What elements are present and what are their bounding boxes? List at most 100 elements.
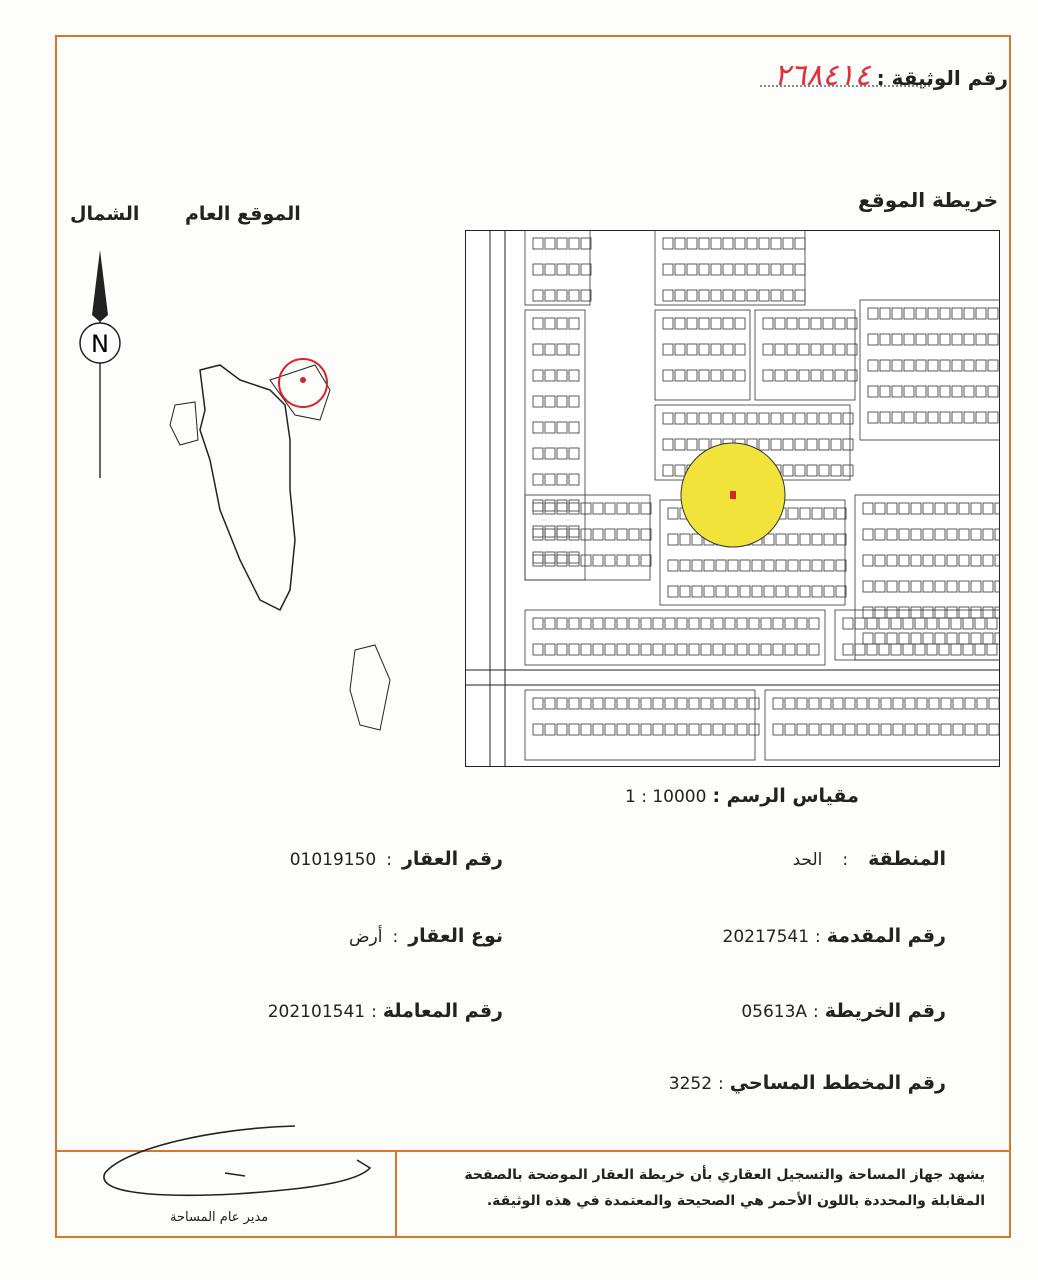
map-plot [616, 617, 628, 630]
map-plot [834, 317, 846, 330]
map-plot [667, 585, 679, 598]
map-plot [568, 343, 580, 356]
map-plot [934, 580, 946, 593]
map-plot [946, 502, 958, 515]
map-plot [532, 289, 544, 302]
map-plot [556, 317, 568, 330]
field-label: رقم المعاملة [382, 1000, 503, 1022]
signatory-title: مدير عام المساحة [170, 1210, 269, 1225]
map-plot [808, 617, 820, 630]
map-plot [994, 554, 1000, 567]
map-plot [580, 289, 592, 302]
map-plot [688, 643, 700, 656]
map-plot [823, 533, 835, 546]
map-plot [628, 554, 640, 567]
map-plot [964, 697, 976, 710]
map-plot [734, 317, 746, 330]
map-plot [703, 559, 715, 572]
map-plot [842, 643, 854, 656]
map-plot [544, 237, 556, 250]
map-plot [835, 507, 847, 520]
map-plot [842, 464, 854, 477]
map-plot [784, 697, 796, 710]
bahrain-location-map [169, 358, 391, 731]
map-plot [950, 617, 962, 630]
map-plot [786, 369, 798, 382]
map-plot [915, 359, 927, 372]
footer-divider [55, 1150, 1011, 1240]
map-plot [842, 438, 854, 451]
map-plot [910, 528, 922, 541]
map-plot [662, 263, 674, 276]
map-plot [710, 343, 722, 356]
map-plot [904, 723, 916, 736]
map-plot [544, 502, 556, 515]
map-plot [975, 333, 987, 346]
map-plot [640, 697, 652, 710]
map-plot [951, 333, 963, 346]
map-plot [902, 617, 914, 630]
map-plot [928, 697, 940, 710]
map-plot [710, 317, 722, 330]
map-plot [928, 723, 940, 736]
map-plot [796, 723, 808, 736]
map-plot [532, 554, 544, 567]
map-plot [628, 643, 640, 656]
map-plot [674, 317, 686, 330]
map-plot [640, 643, 652, 656]
map-plot [679, 559, 691, 572]
map-plot [958, 580, 970, 593]
map-plot [926, 617, 938, 630]
map-plot [698, 317, 710, 330]
map-plot [879, 333, 891, 346]
map-plot [664, 643, 676, 656]
map-plot [963, 307, 975, 320]
map-plot [782, 438, 794, 451]
map-plot [722, 237, 734, 250]
map-plot [982, 528, 994, 541]
map-plot [834, 369, 846, 382]
map-plot [927, 411, 939, 424]
map-plot [880, 723, 892, 736]
map-plot [927, 307, 939, 320]
document-border [55, 35, 1011, 1238]
map-plot [832, 697, 844, 710]
map-plot [674, 412, 686, 425]
map-plot [746, 412, 758, 425]
map-plot [715, 559, 727, 572]
map-plot [688, 617, 700, 630]
map-plot [772, 617, 784, 630]
map-plot [951, 307, 963, 320]
map-plot [866, 617, 878, 630]
map-plot [580, 263, 592, 276]
map-plot [556, 395, 568, 408]
map-plot [892, 723, 904, 736]
document-number: رقم الوثيقة : ٢٦٨٤١٤ [774, 58, 1008, 93]
map-plot [674, 343, 686, 356]
map-plot [856, 723, 868, 736]
map-plot [700, 723, 712, 736]
map-plot [664, 723, 676, 736]
map-plot [910, 554, 922, 567]
scale: مقياس الرسم : 1 : 10000 [625, 785, 859, 807]
map-plot [698, 412, 710, 425]
map-plot [886, 554, 898, 567]
map-plot [987, 333, 999, 346]
site-map-title: خريطة الموقع [857, 188, 998, 212]
map-block [524, 494, 651, 581]
map-plot [556, 343, 568, 356]
map-plot [951, 385, 963, 398]
map-plot [822, 343, 834, 356]
map-plot [556, 617, 568, 630]
field-area: المنطقة: الحد [792, 848, 946, 870]
map-plot [710, 289, 722, 302]
map-plot [994, 606, 1000, 619]
field-survey-plan-number: رقم المخطط المساحي: 3252 [668, 1072, 946, 1094]
map-plot [910, 580, 922, 593]
map-plot [592, 502, 604, 515]
map-plot [775, 585, 787, 598]
map-plot [734, 369, 746, 382]
map-plot [772, 697, 784, 710]
field-value: الحد [792, 850, 823, 870]
map-plot [922, 528, 934, 541]
